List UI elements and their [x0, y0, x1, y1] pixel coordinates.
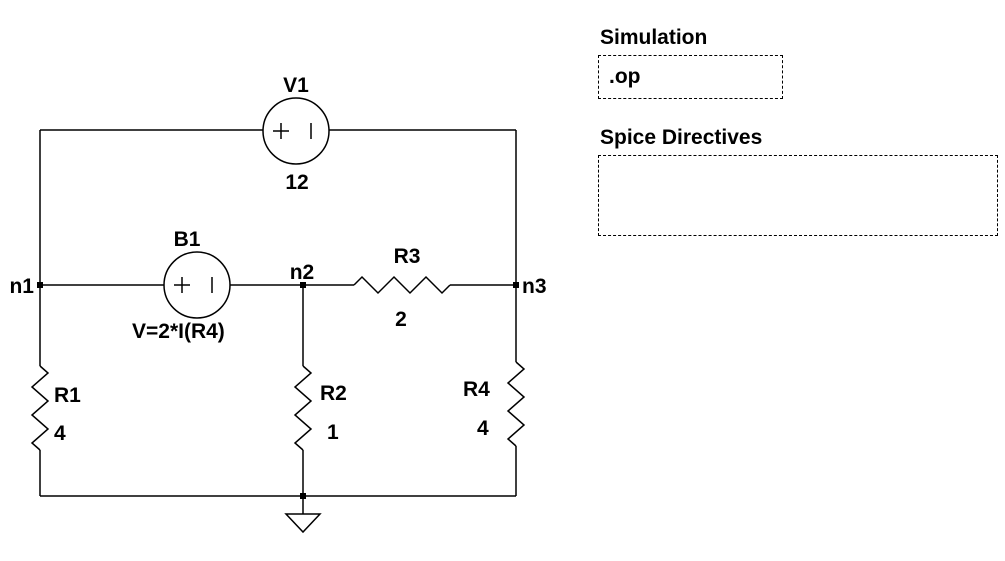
node-junction-dot-n1	[37, 282, 43, 288]
op-directive-text[interactable]: .op	[609, 65, 641, 88]
node-label-n3[interactable]: n3	[522, 275, 547, 298]
node-junctions	[37, 282, 519, 499]
component-r3[interactable]: R3 2	[353, 245, 451, 331]
node-junction-dot-bottom	[300, 493, 306, 499]
resistor-symbol[interactable]	[30, 365, 50, 451]
component-v1[interactable]: V1 12	[262, 74, 330, 194]
r4-value[interactable]: 4	[477, 417, 489, 440]
b1-value[interactable]: V=2*I(R4)	[132, 320, 225, 343]
component-r2[interactable]: R2 1	[293, 365, 347, 451]
r3-label[interactable]: R3	[394, 245, 421, 268]
component-b1[interactable]: B1 V=2*I(R4)	[132, 228, 231, 343]
wires	[39, 129, 517, 514]
r1-value[interactable]: 4	[54, 422, 66, 445]
r2-value[interactable]: 1	[327, 421, 339, 444]
v1-value[interactable]: 12	[285, 171, 308, 194]
resistor-symbol[interactable]	[353, 275, 451, 295]
behavioral-source-symbol[interactable]	[163, 251, 231, 319]
plus-terminal-icon	[174, 277, 190, 293]
voltage-source-symbol[interactable]	[262, 97, 330, 165]
node-junction-dot-n2	[300, 282, 306, 288]
node-junction-dot-n3	[513, 282, 519, 288]
spice-directives-heading: Spice Directives	[600, 126, 763, 149]
node-label-n2[interactable]: n2	[290, 261, 315, 284]
spice-directives-box[interactable]	[598, 155, 998, 236]
node-label-n1[interactable]: n1	[9, 275, 34, 298]
simulation-heading: Simulation	[600, 26, 708, 49]
v1-label[interactable]: V1	[283, 74, 309, 97]
component-r1[interactable]: R1 4	[30, 365, 81, 451]
b1-label[interactable]: B1	[174, 228, 201, 251]
resistor-symbol[interactable]	[506, 361, 526, 447]
component-r4[interactable]: R4 4	[463, 361, 526, 447]
simulation-directive-box[interactable]: .op	[598, 55, 783, 99]
resistor-symbol[interactable]	[293, 365, 313, 451]
ground-icon[interactable]	[284, 513, 322, 534]
plus-terminal-icon	[273, 123, 289, 139]
r4-label[interactable]: R4	[463, 378, 490, 401]
r2-label[interactable]: R2	[320, 382, 347, 405]
r3-value[interactable]: 2	[395, 308, 407, 331]
r1-label[interactable]: R1	[54, 384, 81, 407]
